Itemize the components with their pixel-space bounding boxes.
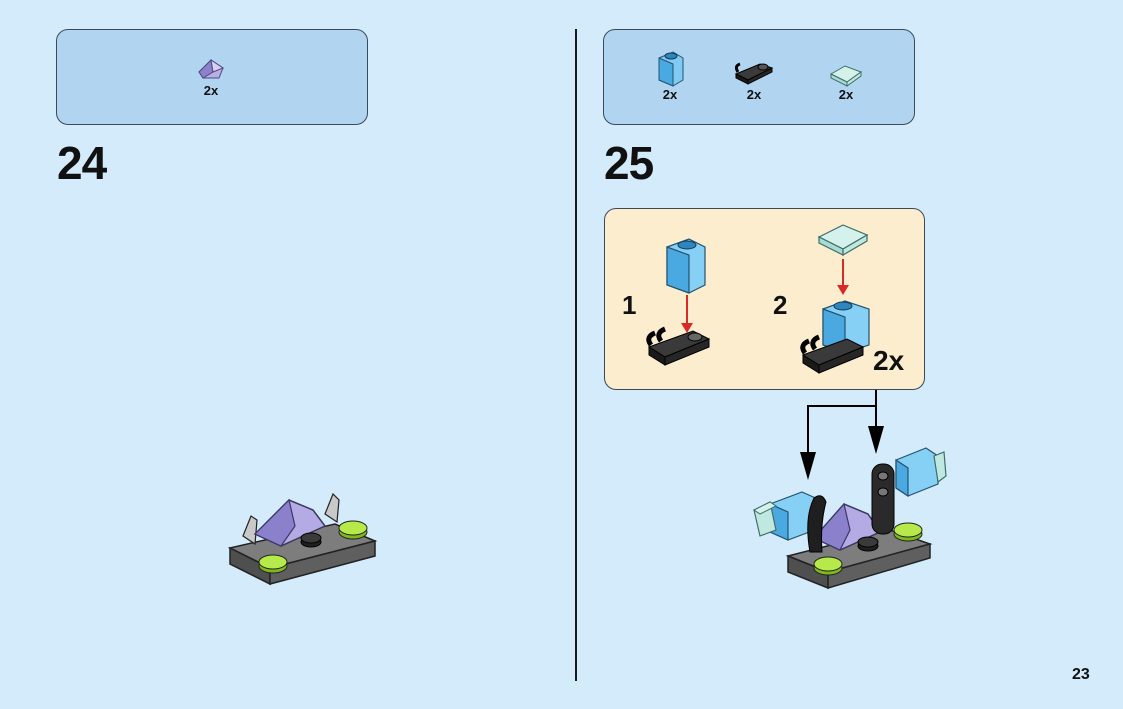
step-number-25: 25 bbox=[604, 137, 654, 189]
step-25-model-image bbox=[753, 447, 947, 590]
part-trans-purple-slope: 2x bbox=[181, 56, 241, 98]
part-trans-clear-slope: 2x bbox=[816, 62, 876, 102]
placement-arrows bbox=[800, 390, 884, 480]
page-divider bbox=[575, 29, 577, 681]
substep-1-image bbox=[646, 238, 711, 366]
trans-purple-slope-icon bbox=[198, 58, 225, 79]
substep-label-1: 1 bbox=[622, 290, 637, 320]
substep-2-image bbox=[800, 224, 870, 374]
part-quantity: 2x bbox=[662, 87, 678, 102]
part-black-bar-holder: 2x bbox=[724, 56, 784, 102]
trans-blue-brick-icon bbox=[658, 51, 684, 87]
step-24-model-image bbox=[227, 492, 378, 586]
part-quantity: 2x bbox=[746, 87, 762, 102]
page-number: 23 bbox=[1072, 666, 1090, 683]
substep-label-2: 2 bbox=[773, 290, 788, 320]
part-trans-blue-brick: 2x bbox=[640, 48, 700, 102]
black-bar-holder-icon bbox=[734, 62, 774, 85]
trans-clear-slope-icon bbox=[829, 65, 863, 87]
part-quantity: 2x bbox=[203, 83, 219, 98]
substep-multiplier: 2x bbox=[873, 345, 905, 376]
step-number-24: 24 bbox=[57, 137, 107, 189]
substep-callout: 1 2 2x bbox=[604, 208, 925, 390]
parts-callout-step-24: 2x bbox=[56, 29, 368, 125]
part-quantity: 2x bbox=[838, 87, 854, 102]
parts-callout-step-25: 2x 2x 2x bbox=[603, 29, 915, 125]
